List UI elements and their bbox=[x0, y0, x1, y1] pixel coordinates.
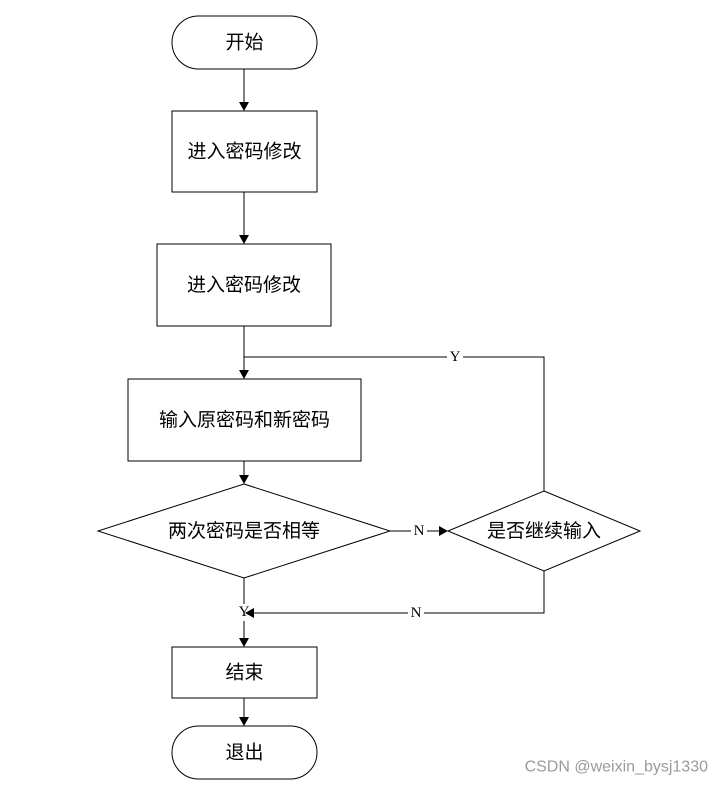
enter-modify-label-2: 进入密码修改 bbox=[187, 274, 301, 296]
enter-modify-box-1: 进入密码修改 bbox=[171, 110, 318, 193]
continue-decision-label: 是否继续输入 bbox=[487, 520, 601, 542]
edge-continue-no: N bbox=[245, 571, 545, 622]
arrowhead bbox=[239, 235, 249, 244]
arrowhead bbox=[239, 475, 249, 484]
arrowhead bbox=[239, 102, 249, 111]
arrowhead bbox=[245, 608, 254, 618]
compare-yes-label: Y bbox=[239, 604, 250, 620]
continue-no-label: N bbox=[411, 605, 422, 621]
input-passwords-label: 输入原密码和新密码 bbox=[159, 409, 330, 431]
continue-yes-label: Y bbox=[450, 349, 461, 365]
enter-modify-label-1: 进入密码修改 bbox=[187, 141, 301, 163]
edge-compare-no: N bbox=[390, 523, 448, 540]
end-process-box: 结束 bbox=[171, 646, 318, 699]
exit-terminal: 退出 bbox=[171, 725, 318, 780]
edge-continue-yes-loop: Y bbox=[244, 349, 545, 491]
exit-label: 退出 bbox=[225, 742, 263, 764]
end-process-label: 结束 bbox=[225, 662, 263, 684]
compare-decision-diamond: 两次密码是否相等 bbox=[96, 483, 392, 579]
edge-end-to-exit bbox=[239, 698, 249, 726]
enter-modify-box-2: 进入密码修改 bbox=[156, 243, 332, 327]
edge-start-to-modify-1 bbox=[239, 69, 249, 111]
edge-compare-yes: Y bbox=[236, 578, 252, 647]
edge-input-to-compare bbox=[239, 461, 249, 484]
start-terminal: 开始 bbox=[171, 15, 318, 70]
compare-no-label: N bbox=[414, 523, 425, 539]
continue-decision-diamond: 是否继续输入 bbox=[446, 490, 642, 572]
arrowhead bbox=[239, 638, 249, 647]
arrowhead bbox=[239, 370, 249, 379]
arrowhead bbox=[239, 717, 249, 726]
start-label: 开始 bbox=[225, 32, 263, 54]
edge-modify-2-to-input bbox=[239, 326, 249, 379]
input-passwords-box: 输入原密码和新密码 bbox=[127, 378, 362, 462]
csdn-watermark: CSDN @weixin_bysj1330 bbox=[525, 759, 709, 776]
edge-modify-1-to-modify-2 bbox=[239, 192, 249, 244]
arrowhead bbox=[439, 526, 448, 536]
compare-decision-label: 两次密码是否相等 bbox=[168, 520, 320, 542]
